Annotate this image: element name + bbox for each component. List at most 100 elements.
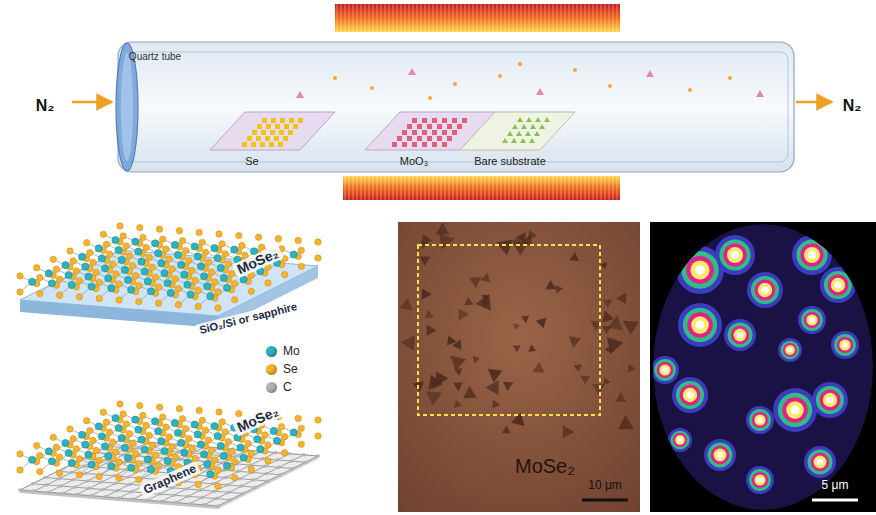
crystal-dot [544,117,550,122]
label: Se [245,155,258,167]
se-atom [93,447,99,453]
crystal-dot [298,118,303,123]
particle [498,74,502,78]
se-atom [205,437,211,443]
label: MoO₃ [400,155,428,167]
crystal-dot [284,124,289,129]
graphene-bond [202,491,215,497]
label: MoSe₂ [515,455,575,477]
graphene-bond [20,484,33,490]
intensity-blob [737,332,743,338]
graphene-bond [279,467,293,468]
se-atom [120,411,126,417]
intensity-blob [808,251,816,259]
mose2-flake [486,380,499,395]
se-atom [140,412,146,418]
se-atom [132,272,138,278]
mo-atom [151,418,158,425]
intensity-blob [811,453,830,472]
se-atom [37,468,43,474]
se-atom [156,226,162,232]
mo-atom [85,273,92,280]
crystal-dot [417,124,422,129]
mo-atom [207,471,214,478]
crystal-dot [437,124,442,129]
particle [573,68,577,72]
graphene-bond [279,461,292,467]
graphene-bond [89,488,103,489]
legend-text: Mo [283,344,300,358]
se-atom [103,241,109,247]
particle [688,88,692,92]
se-atom [149,264,155,270]
raman-map [650,222,876,512]
se-atom [96,295,102,301]
se-atom [136,298,142,304]
c-atom [185,487,189,491]
se-atom [192,277,198,283]
intensity-blob [734,329,747,342]
graphene-bond [34,485,47,491]
se-atom [73,268,79,274]
mo-atom [161,269,168,276]
se-atom [209,269,215,275]
particle [608,84,612,88]
graphene-bond [241,480,254,486]
intensity-blob [749,409,771,431]
intensity-blob [791,406,800,415]
graphene-bond [105,491,118,497]
se-atom [116,475,122,481]
c-atom [103,495,107,499]
se-atom [140,234,146,240]
se-atom [100,231,106,237]
intensity-blob [717,452,723,458]
se-atom [248,466,254,472]
se-atom [199,239,205,245]
graphene-bond [216,492,229,498]
mose2-flake [528,344,536,352]
intensity-blob [696,321,705,330]
se-atom [149,442,155,448]
graphene-bond [291,455,304,461]
se-atom [295,237,301,243]
crystal-dot [402,142,407,147]
heater [335,4,620,32]
mose2-flake [426,325,436,336]
intensity-blob [778,393,812,427]
mo-atom [171,419,178,426]
se-atom [163,246,169,252]
quartz-tube [118,42,794,172]
crystal-dot [516,131,522,136]
intensity-blob [711,446,730,465]
mo-atom [223,462,230,469]
c-atom [84,472,88,476]
mose2-flake [602,311,614,323]
crystal-dot [274,136,279,141]
graphene-bond [201,484,214,490]
c-atom [266,479,270,483]
graphene-bond [176,496,189,502]
legend-swatch [266,382,277,393]
se-atom [265,458,271,464]
graphene-bond [227,485,241,486]
mo-atom [211,244,218,251]
se-atom [212,457,218,463]
se-atom [166,256,172,262]
mo-atom [82,441,89,448]
c-atom [70,471,74,475]
se-atom [56,292,62,298]
se-atom [155,300,161,306]
c-atom [304,460,308,464]
graphene-bond [33,478,46,484]
se-atom [113,271,119,277]
crystal-dot [534,131,540,136]
mose2-flake [616,292,626,304]
crystal-dot [525,131,531,136]
se-atom [56,454,62,460]
legend-row: Mo [266,344,300,358]
c-atom [265,472,269,476]
se-atom [231,458,237,464]
graphene-bond [256,481,269,487]
